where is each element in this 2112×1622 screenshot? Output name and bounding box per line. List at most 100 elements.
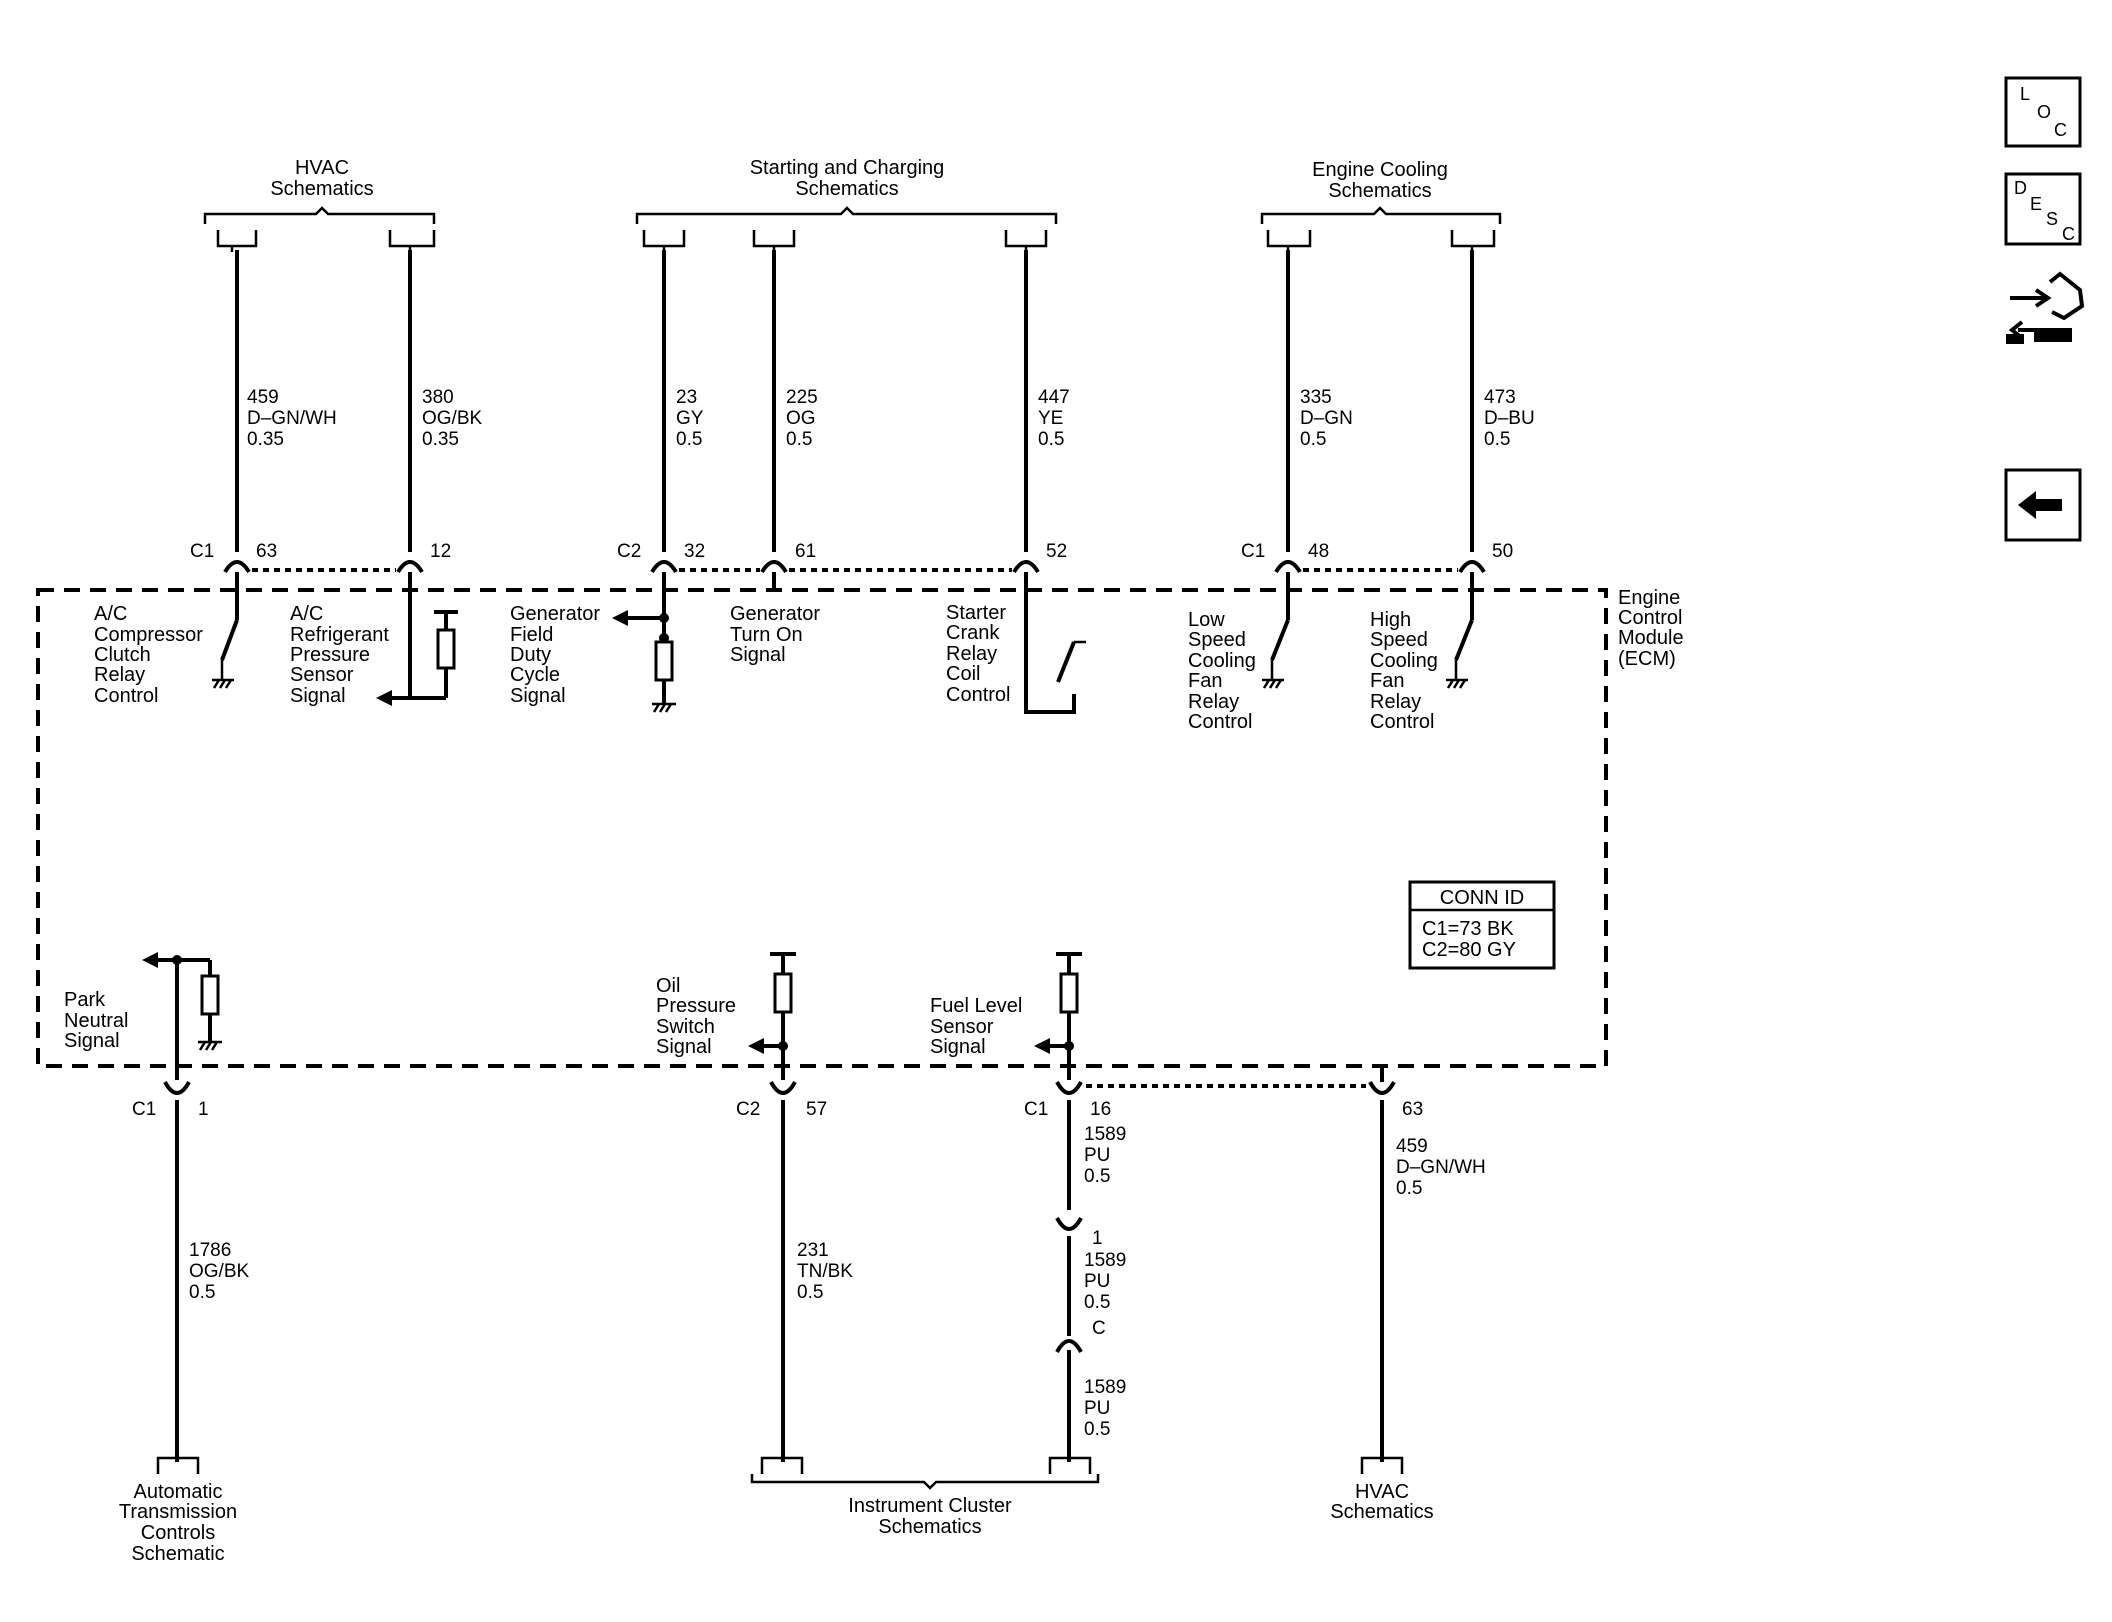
back-button[interactable] (2004, 468, 2082, 542)
pin-label: 32 (684, 541, 705, 562)
svg-text:S: S (2046, 209, 2058, 229)
internal-oil-pressure (748, 952, 796, 1080)
conn-label: C2 (617, 541, 641, 562)
conn-label: C1 (1241, 541, 1265, 562)
svg-text:E: E (2030, 194, 2042, 214)
svg-text:D: D (2014, 178, 2027, 198)
conn-id-title: CONN ID (1440, 887, 1524, 909)
internal-generator-field (612, 572, 676, 713)
conn-label: C1 (190, 541, 214, 562)
pin-label: 57 (806, 1099, 827, 1120)
conn-label: C1 (132, 1099, 156, 1120)
svg-text:C: C (2062, 224, 2075, 244)
conn-label: C2 (736, 1099, 760, 1120)
internal-fuel-level (1034, 952, 1082, 1080)
back-arrow-icon (2018, 491, 2062, 519)
svg-text:C: C (2054, 120, 2067, 140)
top-terminals (216, 230, 1496, 252)
internal-low-speed-fan-driver (1262, 572, 1290, 689)
bracket (635, 206, 1058, 224)
bracket (1260, 206, 1502, 224)
internal-starter-relay-driver (1024, 572, 1086, 714)
pin-label: 16 (1090, 1099, 1111, 1120)
bottom-connector-labels: C1 1 C2 57 C1 16 63 (132, 1099, 1423, 1120)
harness-connector-icon[interactable] (2006, 271, 2085, 344)
pin-label: 50 (1492, 541, 1513, 562)
ecm-module-boundary (36, 588, 1608, 1068)
pin-label: 12 (430, 541, 451, 562)
pin-label: 48 (1308, 541, 1329, 562)
conn-label: C1 (1024, 1099, 1048, 1120)
internal-ac-clutch-driver (212, 572, 239, 689)
conn-id-c2: C2=80 GY (1422, 939, 1516, 961)
top-connector-labels: C1 63 12 C2 32 61 52 C1 48 50 (190, 541, 1513, 562)
bottom-connector-pins (163, 1066, 1396, 1095)
svg-text:L: L (2020, 84, 2030, 104)
pin-label: 52 (1046, 541, 1067, 562)
svg-text:O: O (2037, 102, 2051, 122)
internal-ac-pressure-sensor (376, 572, 458, 706)
top-connector-pins (223, 560, 1486, 574)
internal-high-speed-fan-driver (1446, 572, 1474, 689)
pin-label: 61 (795, 541, 816, 562)
pin-label: 63 (1402, 1099, 1423, 1120)
pin-label: 1 (198, 1099, 209, 1120)
conn-id-box: CONN ID C1=73 BK C2=80 GY (1408, 880, 1556, 970)
pin-label: 63 (256, 541, 277, 562)
loc-button[interactable]: L O C (2004, 76, 2082, 148)
desc-button[interactable]: D E S C (2004, 172, 2082, 246)
bottom-terminals (156, 1456, 1404, 1474)
